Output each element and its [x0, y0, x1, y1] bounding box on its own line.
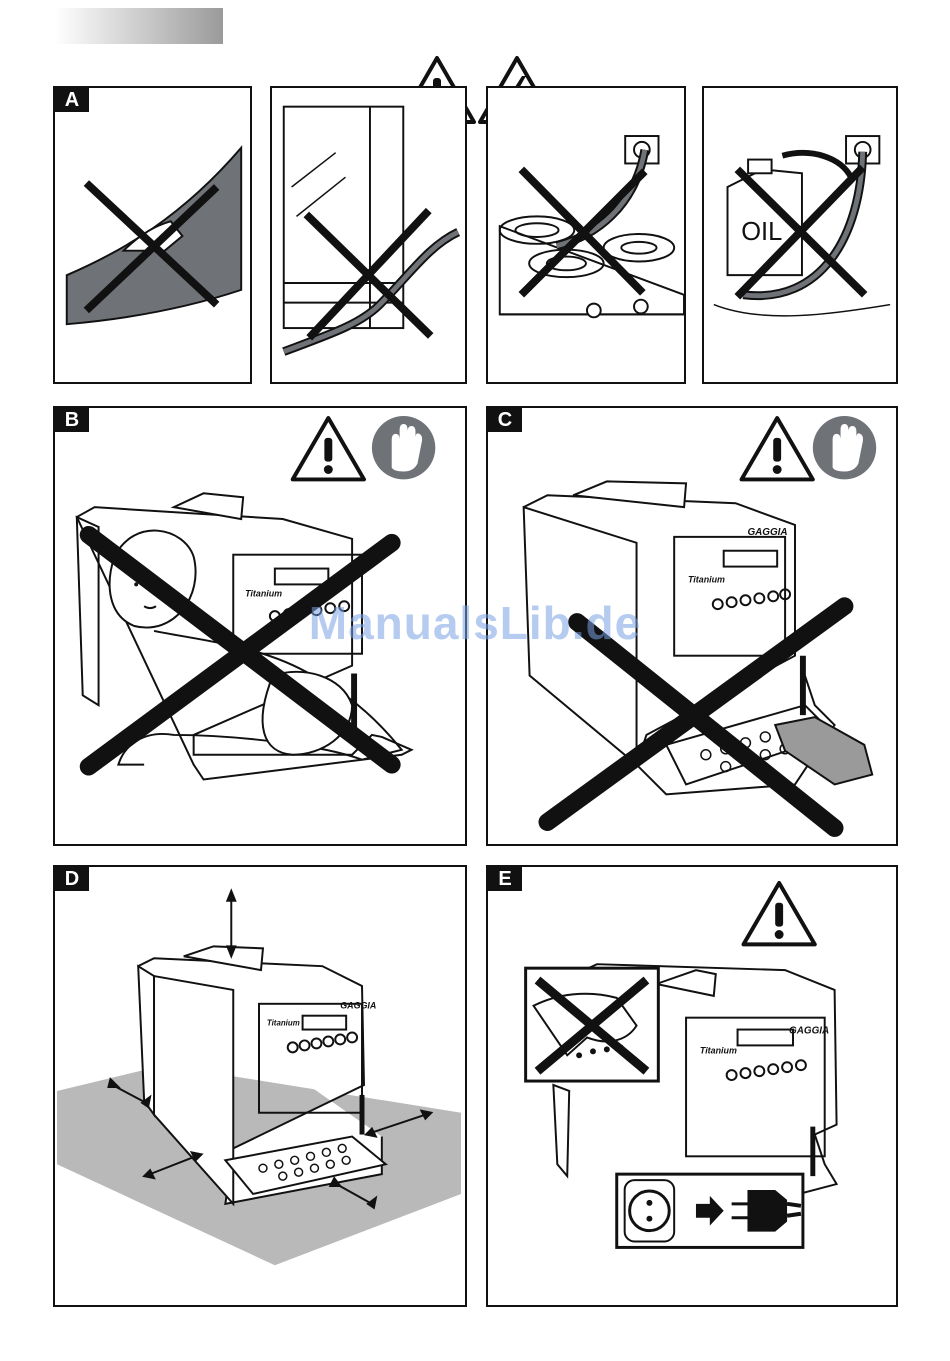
watermark: ManualsLib.de: [0, 596, 950, 650]
machine-model-label: Titanium: [267, 1019, 300, 1028]
oil-can-label: OIL: [741, 218, 782, 246]
panel-a3-hot-stove: [486, 86, 686, 384]
panel-e-unplug: E Titanium GAGGIA: [486, 865, 898, 1307]
warning-triangle-icon: [743, 883, 814, 944]
header-gradient-bar: [55, 8, 223, 44]
machine-model-label: Titanium: [688, 574, 725, 584]
prohibited-cross-icon: [89, 535, 392, 767]
panel-a1-wet-hands: A: [53, 86, 252, 384]
socket-icon: [625, 1180, 675, 1241]
panel-label-d: D: [55, 867, 89, 891]
machine-model-label: Titanium: [700, 1045, 737, 1055]
machine-brand-label: GAGGIA: [747, 527, 787, 538]
panel-d-clearance: D Titanium GAGGIA: [53, 865, 467, 1307]
panel-label-b: B: [55, 408, 89, 432]
panel-a4-oil-solvents: OIL: [702, 86, 898, 384]
panel-label-c: C: [488, 408, 522, 432]
hand-stop-icon: [372, 416, 435, 479]
warning-triangle-icon: [293, 418, 364, 479]
machine-brand-label: GAGGIA: [789, 1026, 829, 1037]
panel-a2-cord-door: [270, 86, 467, 384]
machine-brand-label: GAGGIA: [340, 1001, 376, 1011]
hand-stop-icon: [813, 416, 876, 479]
warning-triangle-icon: [742, 418, 813, 479]
panel-label-a: A: [55, 88, 89, 112]
panel-label-e: E: [488, 867, 522, 891]
